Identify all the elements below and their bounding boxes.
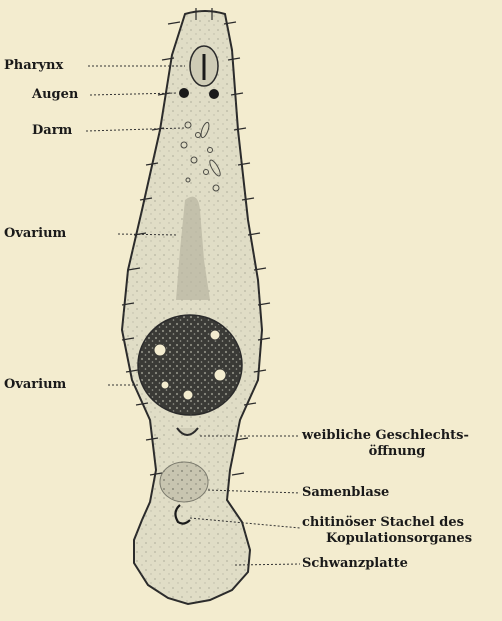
label-geschlechtsoeffnung-line1: weibliche Geschlechts- bbox=[302, 428, 469, 443]
label-darm: Darm bbox=[32, 123, 72, 138]
label-augen: Augen bbox=[32, 87, 78, 102]
label-stachel-line1: chitinöser Stachel des bbox=[302, 515, 464, 530]
label-ovarium-2: Ovarium bbox=[4, 377, 66, 392]
label-ovarium-1: Ovarium bbox=[4, 226, 66, 241]
label-pharynx: Pharynx bbox=[4, 58, 63, 73]
pharynx-shape bbox=[190, 46, 218, 86]
label-geschlechtsoeffnung-line2: öffnung bbox=[302, 444, 492, 459]
eye-right bbox=[209, 89, 219, 99]
label-stachel-line2: Kopulationsorganes bbox=[302, 531, 496, 546]
eye-left bbox=[179, 88, 189, 98]
label-schwanzplatte: Schwanzplatte bbox=[302, 556, 408, 571]
label-samenblase: Samenblase bbox=[302, 485, 389, 500]
